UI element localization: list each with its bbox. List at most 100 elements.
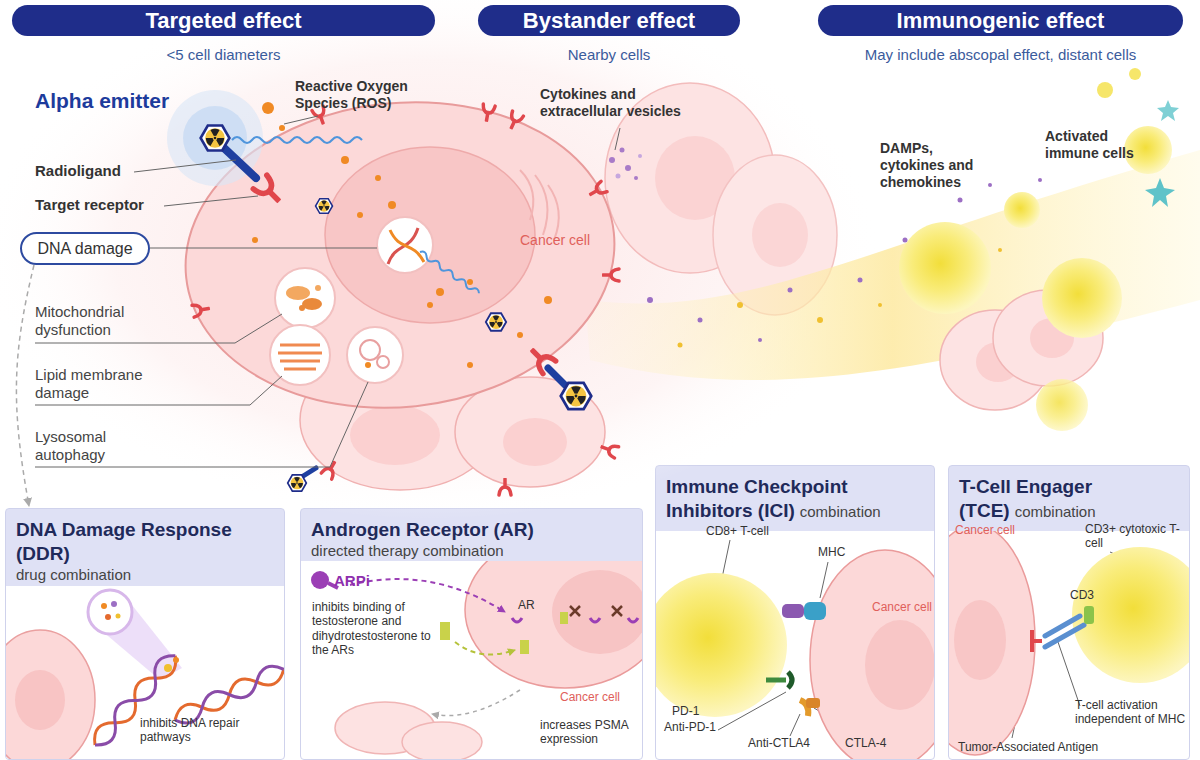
alpha-emitter	[561, 383, 591, 409]
immune-cells	[1157, 100, 1179, 121]
ddr-illustration	[15, 670, 65, 730]
part-label: Target receptor	[35, 196, 185, 214]
signal-particles	[878, 303, 882, 307]
damage-insets	[302, 298, 322, 310]
alpha-emitter	[526, 344, 556, 374]
part-label: Tumor-Associated Antigen	[958, 740, 1138, 754]
immune-cells	[1145, 178, 1175, 207]
neighbor-cells	[321, 459, 339, 479]
ar-illustration	[311, 571, 329, 589]
node-subtitle: <5 cell diameters	[12, 46, 435, 63]
leader-lines	[164, 196, 258, 206]
ici-illustration	[804, 602, 826, 620]
immune-cells	[1036, 379, 1088, 431]
ros-dots	[388, 201, 396, 209]
ddr-illustration	[116, 614, 121, 619]
cell-label: Cancer cell	[560, 690, 650, 704]
ros-dots	[252, 237, 258, 243]
leader-lines	[150, 248, 377, 249]
node-subtitle: drug combination	[16, 566, 274, 585]
cancer-cell	[325, 147, 535, 323]
part-label: Anti-CTLA4	[748, 736, 838, 750]
signal-particles	[638, 154, 642, 158]
signal-particles	[620, 148, 625, 153]
ros-dots	[262, 102, 274, 114]
ddr-illustration	[105, 614, 111, 620]
part-label: Reactive Oxygen Species (ROS)	[295, 78, 445, 112]
signal-particles	[609, 148, 1042, 348]
background-glow	[0, 0, 880, 520]
cancer-cell	[506, 111, 524, 131]
damage-insets	[315, 285, 321, 291]
signal-particles	[903, 238, 908, 243]
effect-label: Lipid membrane damage	[35, 366, 165, 402]
signal-particles	[958, 198, 963, 203]
tce-illustration	[954, 600, 1006, 680]
ici-illustration	[766, 678, 786, 683]
cell-label: CD8+ T-cell	[706, 524, 806, 538]
damage-insets	[299, 305, 305, 311]
signal-particles	[609, 157, 615, 163]
leader-lines	[284, 116, 318, 124]
damage-insets	[278, 345, 322, 369]
ros-dots	[517, 332, 523, 338]
ar-illustration	[440, 622, 450, 640]
tce-illustration	[1032, 639, 1042, 643]
part-label: Anti-PD-1	[664, 720, 744, 734]
damage-insets	[286, 286, 310, 300]
node-subtitle: combination	[1015, 503, 1096, 520]
ros-dots	[341, 156, 349, 164]
section-header: Bystander effectNearby cells	[478, 5, 740, 36]
damage-insets	[377, 217, 433, 273]
part-label: MHC	[818, 545, 868, 559]
alpha-emitter	[167, 90, 263, 186]
neighbor-cells	[350, 405, 440, 465]
node-subtitle: May include abscopal effect, distant cel…	[818, 46, 1183, 63]
signal-particles	[1038, 178, 1042, 182]
ici-illustration	[806, 698, 820, 708]
alpha-emitter	[253, 175, 285, 207]
ar-illustration	[512, 618, 522, 622]
immune-cells	[899, 68, 1179, 431]
part-label: CD3	[1070, 588, 1110, 602]
alpha-emitter	[548, 368, 565, 385]
damage-insets	[360, 340, 380, 360]
leader-lines	[615, 128, 620, 150]
cancer-cell	[587, 181, 607, 199]
note-label: increases PSMA expression	[540, 718, 650, 747]
damage-insets	[275, 268, 335, 328]
ar-illustration	[560, 612, 568, 624]
signal-particles	[647, 297, 653, 303]
alpha-emitter	[316, 199, 333, 214]
signal-particles	[625, 165, 631, 171]
node-title: Targeted effect	[145, 8, 301, 34]
part-label: Cytokines and extracellular vesicles	[540, 86, 710, 120]
cancer-cell	[481, 104, 496, 122]
signal-particles	[998, 248, 1002, 252]
cancer-cell	[170, 81, 629, 428]
signal-particles	[788, 288, 793, 293]
background-glow	[0, 0, 880, 520]
leader-lines	[134, 160, 236, 172]
signal-particles	[988, 183, 992, 187]
node-subtitle: directed therapy combination	[311, 542, 632, 561]
ros-dots	[279, 125, 285, 131]
process-box: DNA damage	[20, 232, 150, 265]
ar-illustration	[552, 570, 642, 654]
section-header: Immunogenic effectMay include abscopal e…	[818, 5, 1183, 36]
signal-particles	[616, 174, 621, 179]
section-header: Targeted effect<5 cell diameters	[12, 5, 435, 36]
alpha-emitter	[419, 250, 481, 295]
neighbor-cells	[599, 441, 618, 458]
damage-insets	[365, 362, 371, 368]
cancer-cell	[520, 170, 559, 240]
ros-dots	[357, 212, 363, 218]
signal-particles	[634, 176, 638, 180]
note-label: inhibits DNA repair pathways	[140, 716, 250, 745]
ros-dots	[467, 362, 473, 368]
effect-label: Mitochondrial dysfunction	[35, 303, 165, 339]
part-label: CTLA-4	[845, 736, 915, 750]
note-label: inhibits binding of testosterone and dih…	[312, 600, 447, 658]
ddr-illustration	[111, 601, 117, 607]
node-subtitle: combination	[800, 503, 881, 520]
